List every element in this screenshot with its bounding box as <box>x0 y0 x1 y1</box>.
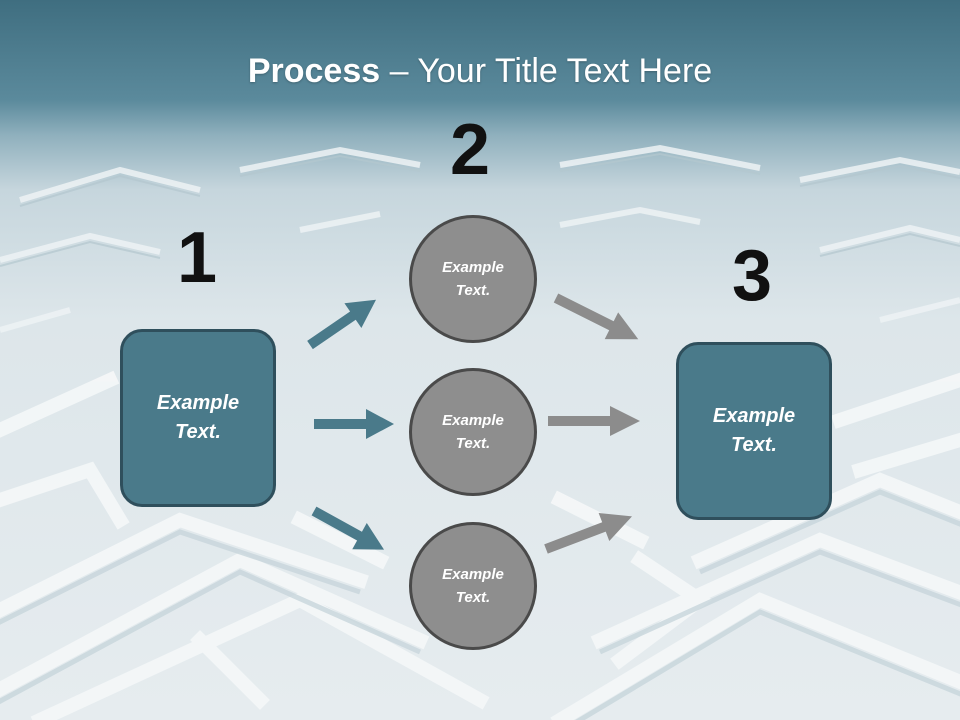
step-3-box: Example Text. <box>676 342 832 520</box>
step-3-number: 3 <box>732 236 773 316</box>
step-1-number: 1 <box>177 218 218 298</box>
step-2-circle-top: Example Text. <box>409 215 537 343</box>
step-2-circle-bottom: Example Text. <box>409 522 537 650</box>
title-rest: – Your Title Text Here <box>380 52 713 90</box>
arrow-1-to-middle <box>314 409 394 439</box>
step-1-text: Example Text. <box>156 392 240 443</box>
gray-arrows <box>544 293 640 554</box>
arrow-1-to-bottom <box>311 506 385 550</box>
step-2-circle-bottom-text: Example Text. <box>442 566 504 606</box>
step-3-text: Example Text. <box>712 405 796 456</box>
step-2-circle-middle: Example Text. <box>409 368 537 496</box>
teal-arrows <box>307 299 394 550</box>
arrow-bottom-to-3 <box>544 512 633 554</box>
arrow-middle-to-3 <box>548 406 640 436</box>
step-1-box: Example Text. <box>120 329 276 507</box>
arrow-1-to-top <box>307 299 377 350</box>
step-2-circle-top-text: Example Text. <box>442 259 504 299</box>
step-2-circle-middle-text: Example Text. <box>442 412 504 452</box>
step-2-number: 2 <box>450 110 491 190</box>
slide-title: Process – Your Title Text Here <box>0 52 960 91</box>
arrow-top-to-3 <box>553 293 639 340</box>
title-bold: Process <box>247 52 381 90</box>
